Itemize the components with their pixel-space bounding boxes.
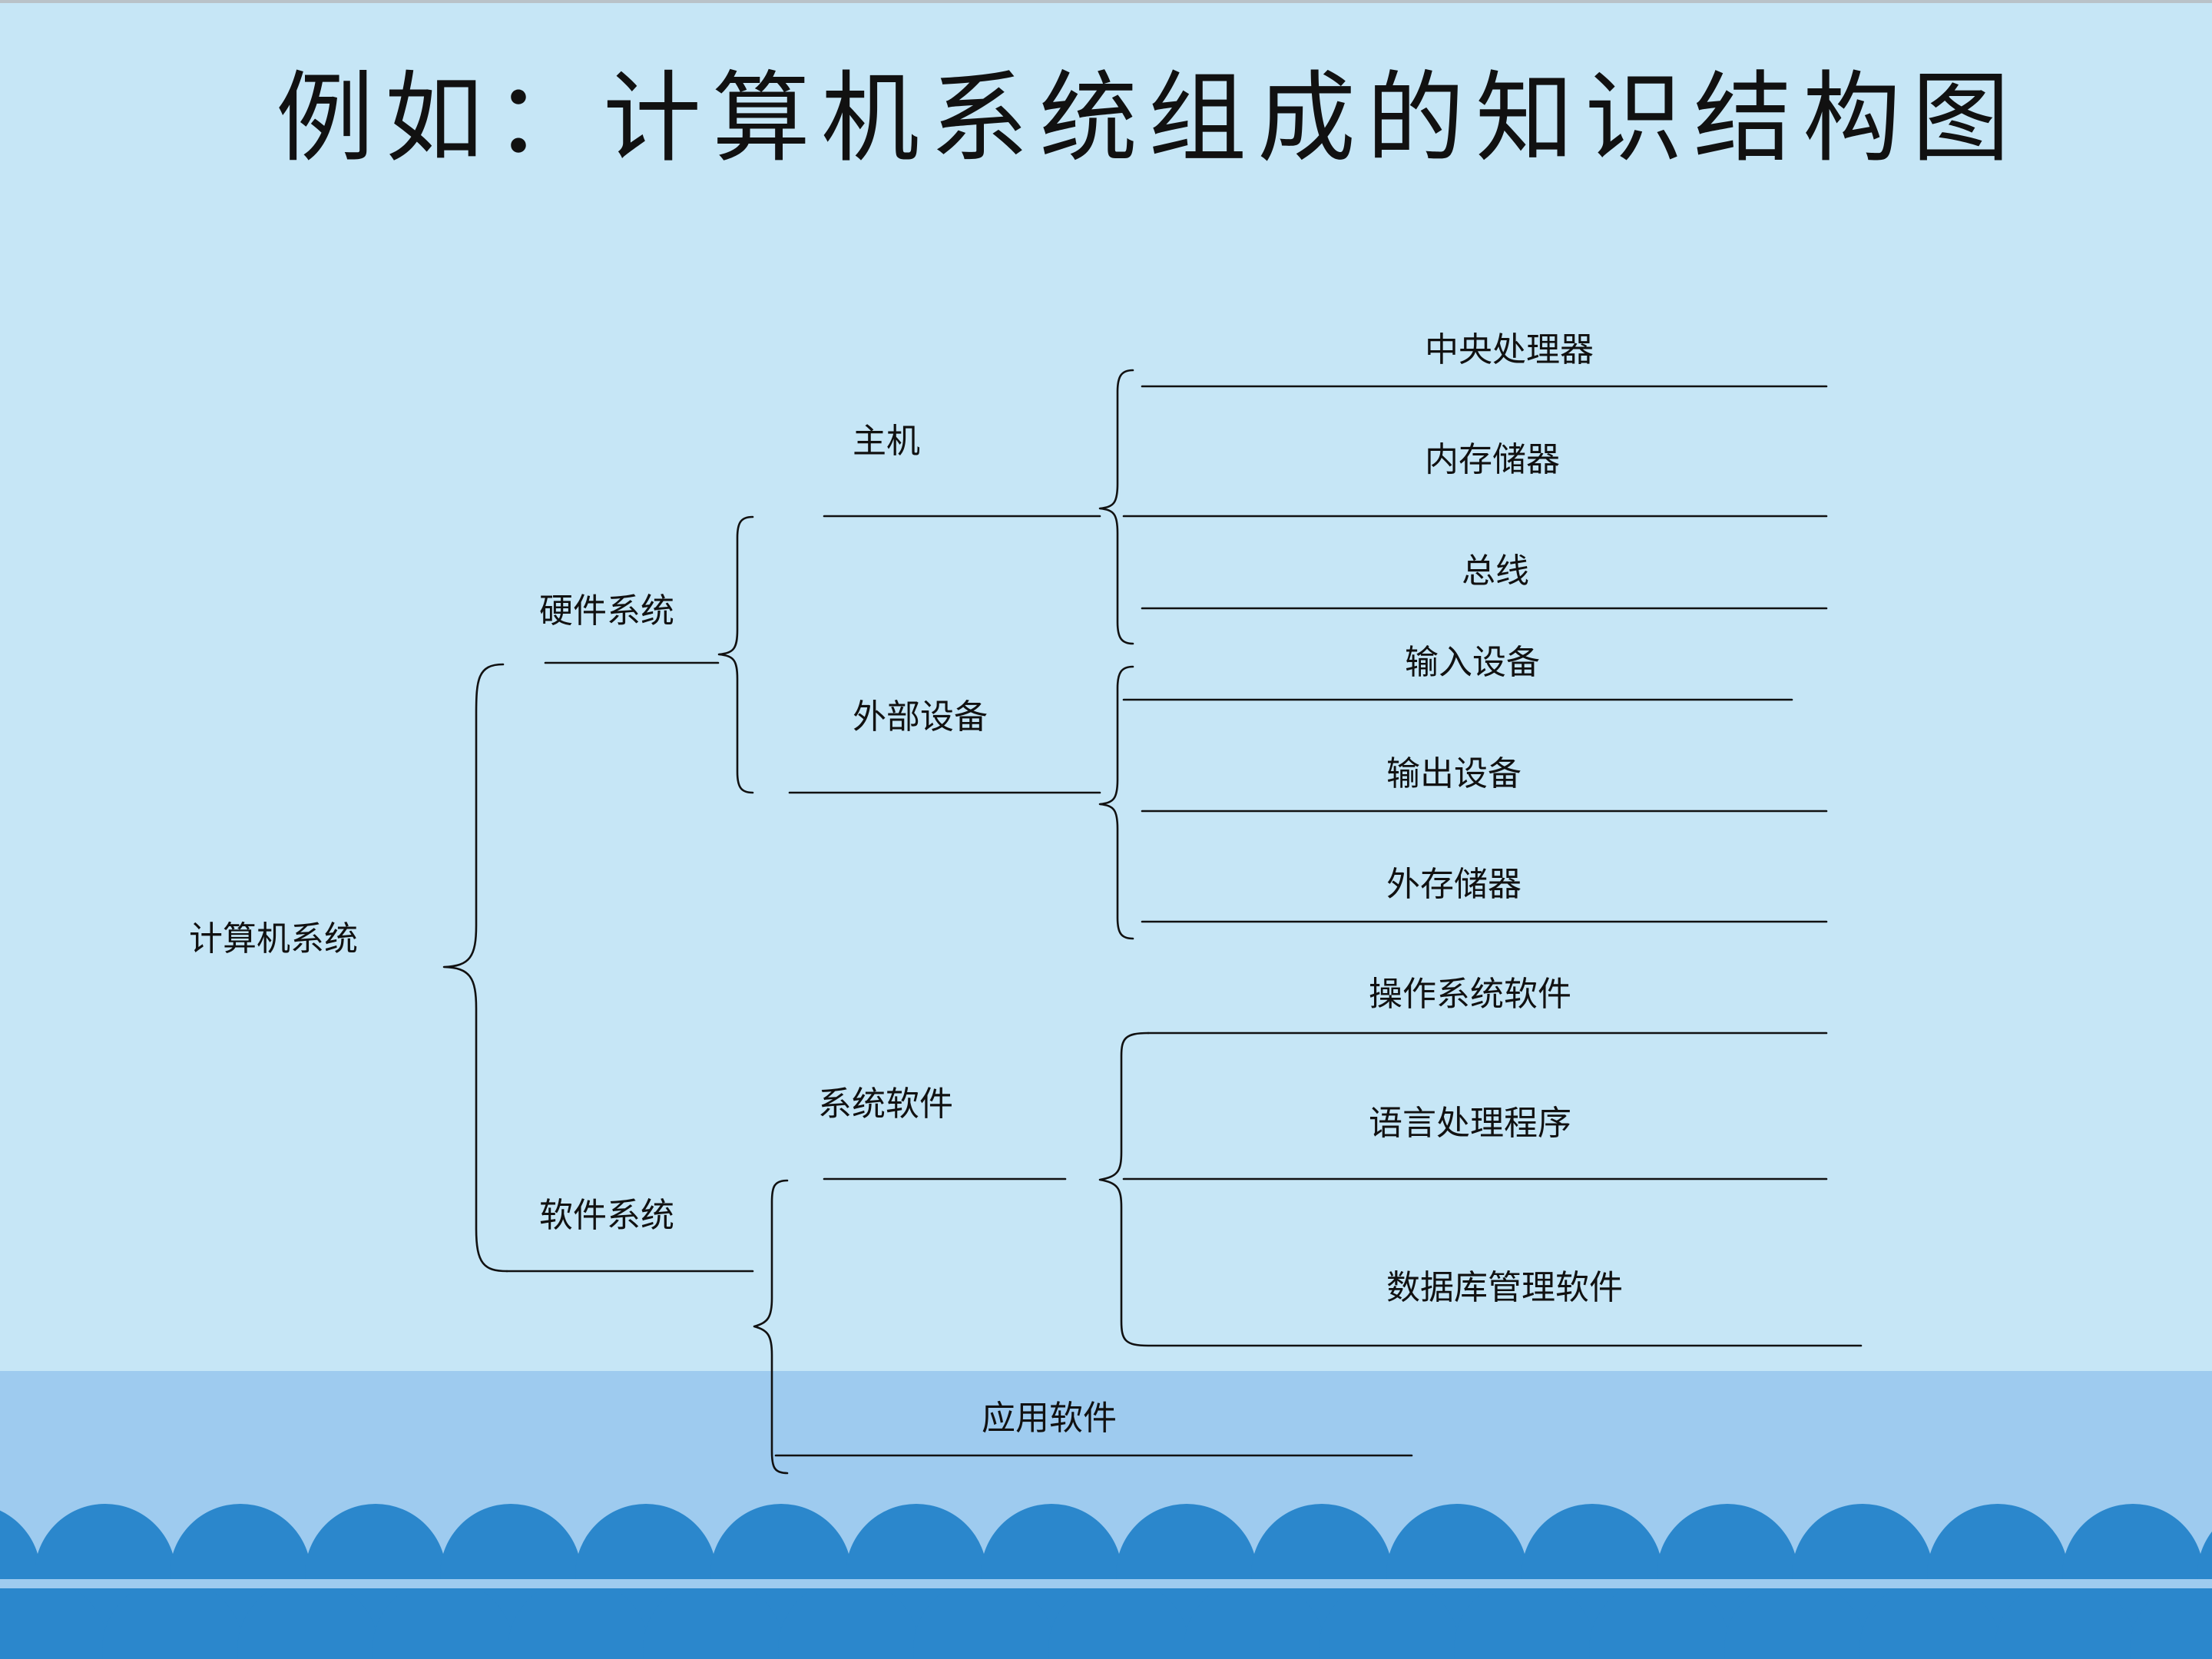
leaf-external-storage: 外存储器 [1386,865,1522,904]
scallop-shape [508,1579,649,1659]
brace-hardware [717,515,754,794]
scallop-shape [1048,1579,1190,1659]
brace-peripherals [1098,665,1134,940]
scallop-shape [102,1579,243,1659]
top-edge [0,0,2212,3]
node-hardware: 硬件系统 [539,591,674,631]
scallop-shape [643,1579,784,1659]
leaf-os-software: 操作系统软件 [1369,975,1571,1014]
leaf-language-processor: 语言处理程序 [1369,1104,1571,1143]
scallop-shape [913,1579,1055,1659]
scallop-shape [1454,1579,1595,1659]
node-root: 计算机系统 [189,919,358,959]
scallop-shape [1184,1579,1325,1659]
brace-software [753,1179,789,1475]
leaf-cpu: 中央处理器 [1425,330,1594,369]
leaf-memory: 内存储器 [1425,440,1560,479]
leaf-input-device: 输入设备 [1405,643,1540,682]
slide-title: 例如：计算机系统组成的知识结构图 [275,61,2021,176]
node-software: 软件系统 [539,1196,674,1235]
scallop-shape [2130,1579,2212,1659]
brace-host [1098,369,1134,645]
leaf-bus: 总线 [1462,551,1529,591]
leaf-output-device: 输出设备 [1386,754,1522,793]
scallop-shape [1859,1579,2001,1659]
node-host: 主机 [853,422,920,461]
scallop-shape [237,1579,379,1659]
scallop-shape [1319,1579,1460,1659]
brace-system-software [1098,1031,1863,1347]
node-application-software: 应用软件 [982,1399,1117,1438]
leaf-dbms-software: 数据库管理软件 [1386,1268,1623,1307]
scallop-shape [778,1579,919,1659]
scallop-shape [1995,1579,2136,1659]
node-peripherals: 外部设备 [853,697,988,737]
scallop-shape [1589,1579,1730,1659]
node-system-software: 系统软件 [818,1084,953,1124]
scallop-shape [0,1579,108,1659]
scallop-shape [1724,1579,1866,1659]
scallop-shape [373,1579,514,1659]
brace-root [442,663,508,1273]
scallop-gap [0,1579,2212,1588]
